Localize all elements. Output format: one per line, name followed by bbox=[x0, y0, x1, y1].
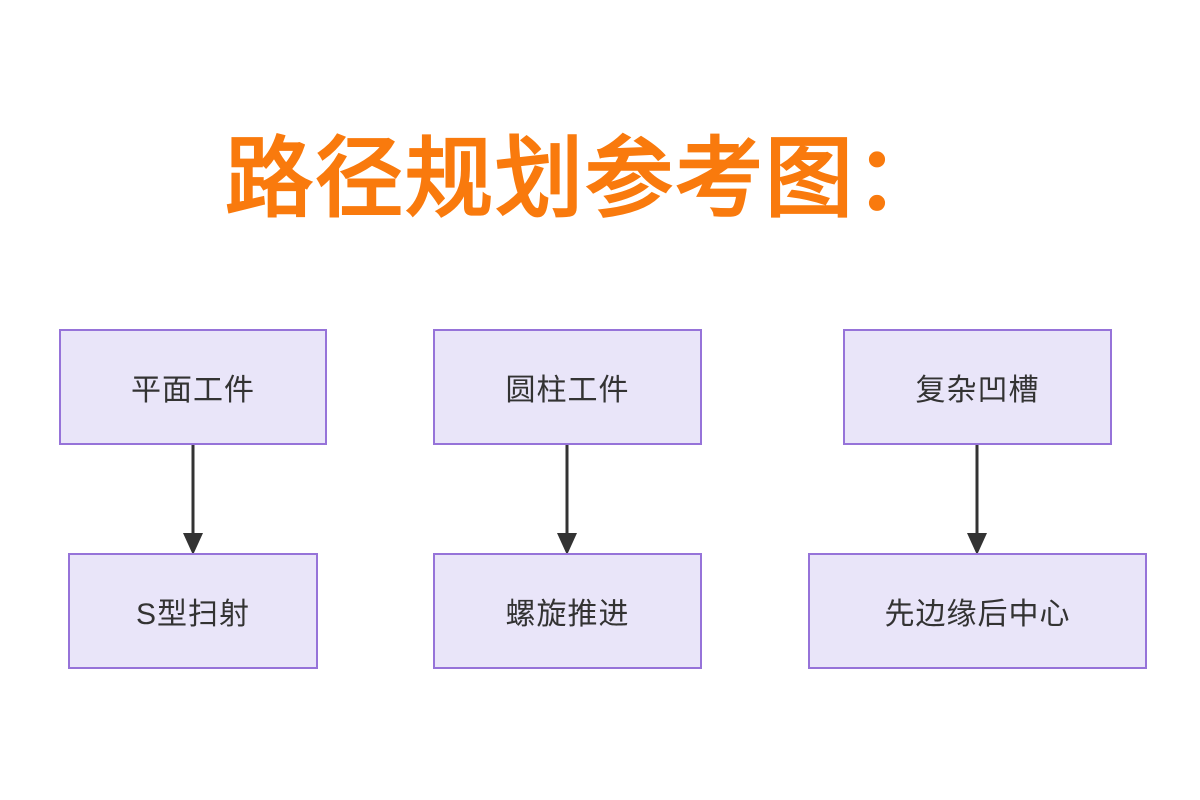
node-label: 复杂凹槽 bbox=[915, 374, 1040, 407]
node-edge-first-then-center: 先边缘后中心 bbox=[808, 553, 1147, 669]
node-flat-workpiece: 平面工件 bbox=[59, 329, 327, 445]
node-complex-groove: 复杂凹槽 bbox=[843, 329, 1112, 445]
node-spiral-advance: 螺旋推进 bbox=[433, 553, 702, 669]
arrow-down-icon bbox=[557, 445, 577, 555]
node-label: 先边缘后中心 bbox=[884, 598, 1071, 631]
node-label: 平面工件 bbox=[131, 374, 255, 407]
arrow-down-icon bbox=[183, 445, 203, 555]
diagram-title: 路径规划参考图： bbox=[224, 129, 945, 228]
node-cylindrical-workpiece: 圆柱工件 bbox=[433, 329, 702, 445]
node-label: 圆柱工件 bbox=[505, 374, 630, 407]
node-label: 螺旋推进 bbox=[505, 598, 630, 631]
node-s-sweep: S型扫射 bbox=[68, 553, 318, 669]
node-label: S型扫射 bbox=[135, 598, 250, 631]
arrow-down-icon bbox=[967, 445, 987, 555]
